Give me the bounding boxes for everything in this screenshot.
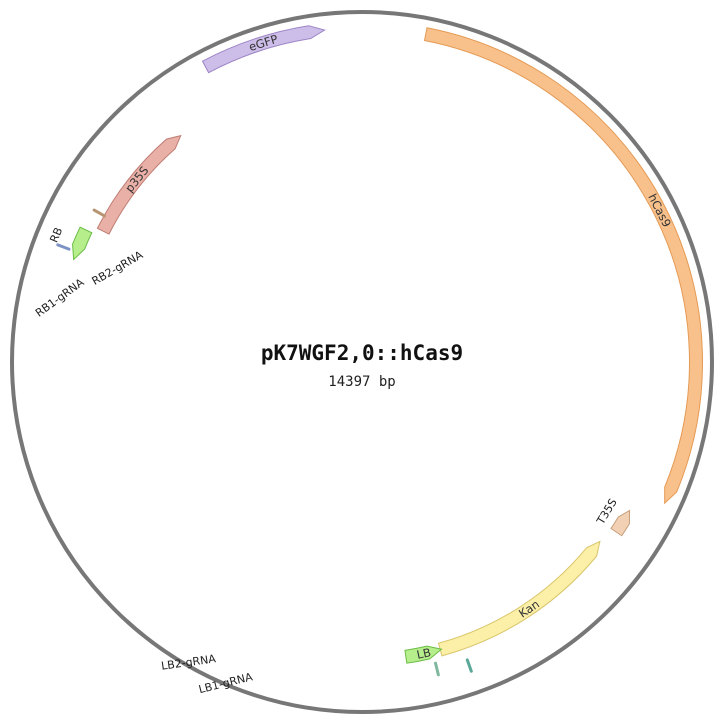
t35s-feature-arrow xyxy=(610,509,631,537)
egfp-feature-arrow xyxy=(201,25,326,74)
rb1-grna-label: RB1-gRNA xyxy=(33,276,87,320)
features-layer xyxy=(72,25,703,664)
egfp-label: eGFP xyxy=(247,32,279,54)
plasmid-name: pK7WGF2,0::hCas9 xyxy=(261,341,463,365)
p35s-feature-arrow xyxy=(96,134,182,235)
rb2-grna-marker xyxy=(92,208,107,218)
lb-feature-arrow xyxy=(404,645,443,664)
rb1-grna-marker xyxy=(56,243,71,251)
rb-label: RB xyxy=(47,225,65,244)
rb2-grna-label: RB2-gRNA xyxy=(90,248,146,288)
lb2-grna-marker xyxy=(465,658,473,673)
markers-layer xyxy=(56,208,473,677)
rb-feature-arrow xyxy=(72,226,93,261)
lb-label: LB xyxy=(415,645,432,662)
plasmid-length: 14397 bp xyxy=(328,374,395,390)
lb1-grna-marker xyxy=(434,661,440,677)
plasmid-backbone xyxy=(10,10,714,714)
hcas9-feature-arrow xyxy=(423,27,703,505)
